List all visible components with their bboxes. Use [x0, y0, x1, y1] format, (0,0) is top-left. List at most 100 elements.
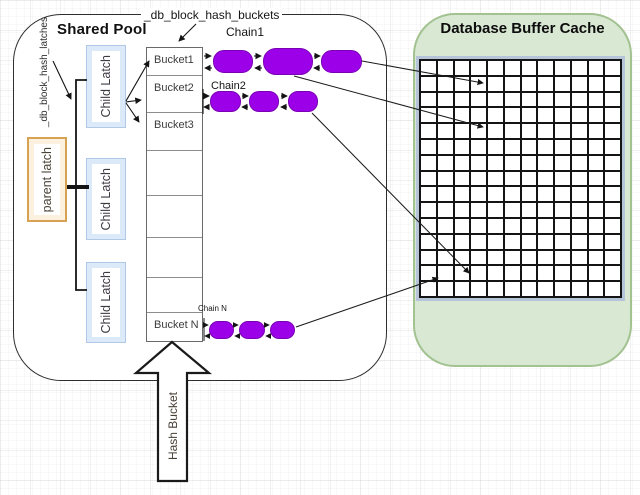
- bucket-row-7: [147, 278, 202, 313]
- buffer-cache-cell: [421, 140, 436, 154]
- buffer-cache-cell: [555, 250, 570, 265]
- buffer-cache-cell: [437, 108, 453, 123]
- buffer-cache-cell: [555, 76, 570, 91]
- buffer-cache-cell: [454, 187, 470, 202]
- buffer-cache-cell: [421, 187, 436, 202]
- buffer-cache-cell: [605, 61, 620, 75]
- buffer-cache-cell: [454, 108, 470, 123]
- bucket-row-8: Bucket N: [154, 319, 199, 331]
- buffer-cache-cell: [521, 266, 537, 281]
- database-buffer-cache-title: Database Buffer Cache: [440, 20, 605, 37]
- buffer-cache-cell: [521, 92, 537, 107]
- child-latch-label-1: Child Latch: [99, 55, 113, 118]
- buffer-cache-cell: [605, 155, 620, 170]
- buffer-cache-cell: [555, 92, 570, 107]
- buffer-cache-cell: [504, 250, 520, 265]
- buffer-cache-cell: [605, 140, 620, 154]
- buffer-cache-cell: [488, 108, 503, 123]
- buffer-cache-cell: [588, 108, 604, 123]
- buffer-cache-cell: [555, 234, 570, 249]
- buffer-cache-cell: [437, 219, 453, 233]
- child-latch-label-2: Child Latch: [99, 167, 113, 231]
- buffer-cache-cell: [488, 250, 503, 265]
- buffer-cache-cell: [488, 92, 503, 107]
- buffer-cache-cell: [588, 219, 604, 233]
- chain1-block-3: [321, 50, 362, 73]
- buffer-cache-cell: [454, 250, 470, 265]
- buffer-cache-cell: [571, 171, 587, 186]
- buffer-cache-cell: [421, 61, 436, 75]
- buffer-cache-cell: [571, 108, 587, 123]
- buffer-cache-cell: [437, 76, 453, 91]
- buffer-cache-cell: [571, 187, 587, 202]
- buffer-cache-cell: [555, 171, 570, 186]
- parent-latch-label: parent latch: [40, 146, 54, 213]
- buffer-cache-cell: [471, 155, 486, 170]
- buffer-cache-cell: [421, 250, 436, 265]
- buffer-cache-cell: [437, 140, 453, 154]
- buffer-cache-cell: [471, 108, 486, 123]
- buffer-cache-cell: [555, 155, 570, 170]
- buffer-cache-cell: [588, 250, 604, 265]
- buffer-cache-cell: [588, 187, 604, 202]
- chain2-label: Chain2: [211, 80, 246, 92]
- buffer-cache-cell: [538, 187, 553, 202]
- buffer-cache-cell: [538, 108, 553, 123]
- buffer-cache-cell: [571, 266, 587, 281]
- chainN-block-1: [209, 321, 234, 339]
- buffer-cache-cell: [454, 171, 470, 186]
- buffer-cache-cell: [588, 124, 604, 138]
- db-block-hash-buckets-label: _db_block_hash_buckets: [141, 8, 283, 22]
- buffer-cache-cell: [488, 155, 503, 170]
- chain2-block-3: [288, 91, 318, 112]
- buffer-cache-cell: [504, 171, 520, 186]
- buffer-cache-cell: [605, 124, 620, 138]
- buffer-cache-cell: [521, 219, 537, 233]
- buffer-cache-cell: [605, 187, 620, 202]
- buffer-cache-cell: [605, 219, 620, 233]
- buffer-cache-cell: [588, 61, 604, 75]
- child-latch-label-3: Child Latch: [99, 271, 113, 334]
- buffer-cache-cell: [555, 108, 570, 123]
- buffer-cache-cell: [521, 171, 537, 186]
- bucket-row-3: Bucket3: [147, 113, 202, 151]
- buffer-cache-cell: [471, 250, 486, 265]
- buffer-cache-cell: [488, 219, 503, 233]
- db-block-hash-latches-label: _db_block_hash_latches: [39, 16, 50, 128]
- buffer-cache-cell: [454, 282, 470, 296]
- chainN-block-2: [239, 321, 265, 339]
- buffer-cache-cell: [488, 203, 503, 217]
- buffer-cache-cell: [588, 140, 604, 154]
- buffer-cache-cell: [605, 76, 620, 91]
- buffer-cache-cell: [437, 282, 453, 296]
- chainN-label: Chain N: [198, 304, 227, 313]
- buffer-cache-cell: [471, 187, 486, 202]
- buffer-cache-cell: [588, 203, 604, 217]
- chain1-block-1: [213, 50, 253, 73]
- buffer-cache-cell: [521, 203, 537, 217]
- child-latch-box-3: Child Latch: [86, 262, 126, 343]
- buffer-cache-cell: [454, 124, 470, 138]
- buffer-cache-cell: [504, 61, 520, 75]
- buffer-cache-cell: [504, 108, 520, 123]
- child-latch-box-1: Child Latch: [86, 45, 126, 128]
- buffer-cache-cell: [471, 124, 486, 138]
- buffer-cache-cell: [488, 61, 503, 75]
- buffer-cache-cell: [555, 140, 570, 154]
- buffer-cache-cell: [454, 219, 470, 233]
- buffer-cache-cell: [421, 124, 436, 138]
- buffer-cache-cell: [555, 203, 570, 217]
- buffer-cache-cell: [471, 266, 486, 281]
- hash-bucket-table: Bucket1 Bucket2 Bucket3 Bucket N: [146, 47, 203, 342]
- buffer-cache-cell: [605, 234, 620, 249]
- buffer-cache-cell: [471, 61, 486, 75]
- buffer-cache-cell: [488, 234, 503, 249]
- buffer-cache-cell: [538, 219, 553, 233]
- buffer-cache-cell: [521, 187, 537, 202]
- buffer-cache-cell: [504, 155, 520, 170]
- buffer-cache-cell: [471, 92, 486, 107]
- buffer-cache-grid-frame: [416, 56, 625, 301]
- buffer-cache-cell: [488, 282, 503, 296]
- chain1-block-2: [263, 48, 313, 75]
- buffer-cache-cell: [588, 171, 604, 186]
